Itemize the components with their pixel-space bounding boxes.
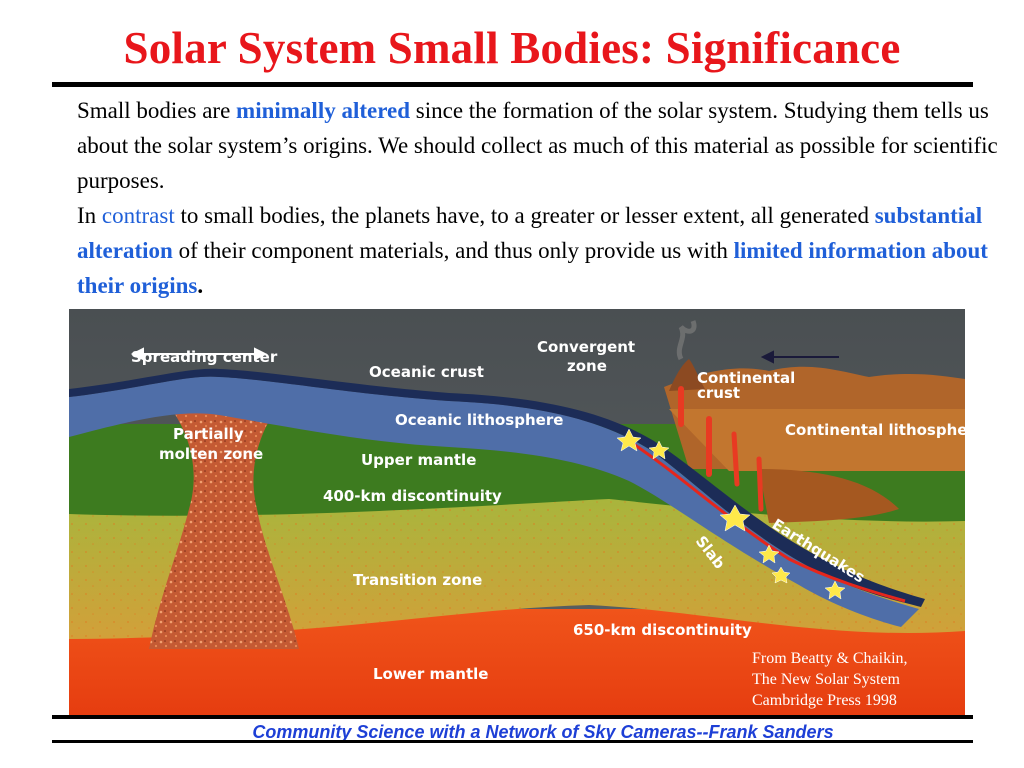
magma-tubes — [678, 386, 764, 512]
plate-tectonics-diagram: Spreading center Oceanic crust Convergen… — [69, 309, 965, 715]
label-partially-molten-line1: Partially — [173, 425, 244, 443]
highlight-minimally-altered: minimally altered — [236, 98, 411, 123]
footer-rule-bottom — [52, 740, 973, 743]
paragraph-1-text: Small bodies are — [77, 98, 237, 123]
paragraph-small-bodies: Small bodies are minimally altered since… — [77, 93, 1022, 198]
footer-rule-top — [52, 715, 973, 719]
credit-line-1: From Beatty & Chaikin, — [752, 650, 908, 667]
continental-root — [759, 469, 899, 523]
label-convergent-zone-line2: zone — [567, 357, 607, 375]
highlight-contrast: contrast — [101, 203, 175, 228]
label-650km-discontinuity: 650-km discontinuity — [573, 621, 752, 639]
paragraph-2-period: . — [197, 273, 204, 298]
paragraph-planets-contrast: In contrast to small bodies, the planets… — [77, 198, 997, 303]
slide-title: Solar System Small Bodies: Significance — [123, 23, 901, 73]
label-upper-mantle: Upper mantle — [361, 451, 476, 469]
partially-molten-zone — [149, 399, 299, 649]
spreading-arrows — [130, 347, 268, 361]
paragraph-2-text-1: In — [77, 203, 102, 228]
footer-text: Community Science with a Network of Sky … — [252, 722, 834, 742]
label-continental-crust-line1: Continental — [697, 369, 795, 387]
convergence-arrow — [760, 350, 839, 364]
paragraph-1-text-end: since the formation of the solar system.… — [77, 98, 998, 193]
highlight-limited-information: limited information about their origins — [77, 238, 988, 298]
credit-line-2: The New Solar System — [752, 671, 900, 688]
highlight-substantial-alteration: substantial alteration — [77, 203, 983, 263]
label-oceanic-lithosphere: Oceanic lithosphere — [395, 411, 563, 429]
label-continental-lithosphere: Continental lithosphere — [785, 421, 965, 439]
label-continental-crust-line2: crust — [697, 384, 740, 402]
label-spreading-center: Spreading center — [131, 348, 278, 366]
label-lower-mantle: Lower mantle — [373, 665, 488, 683]
label-oceanic-crust: Oceanic crust — [369, 363, 484, 381]
continental-lithosphere — [669, 409, 965, 471]
subduction-interface — [628, 439, 906, 603]
label-partially-molten-line2: molten zone — [159, 445, 263, 463]
credit-line-3: Cambridge Press 1998 — [752, 692, 897, 709]
oceanic-lithosphere-slab — [69, 376, 919, 627]
title-underline — [52, 82, 973, 87]
label-transition-zone: Transition zone — [353, 571, 482, 589]
volcano — [669, 359, 705, 391]
paragraph-2-text-2: to small bodies, the planets have, to a … — [174, 203, 875, 228]
image-credit: From Beatty & Chaikin, The New Solar Sys… — [752, 648, 962, 711]
eruption-plume — [676, 320, 697, 361]
label-400km-discontinuity: 400-km discontinuity — [323, 487, 502, 505]
earthquake-stars — [616, 428, 846, 600]
paragraph-2-text-3: of their component materials, and thus o… — [172, 238, 734, 263]
label-convergent-zone-line1: Convergent — [537, 338, 635, 356]
